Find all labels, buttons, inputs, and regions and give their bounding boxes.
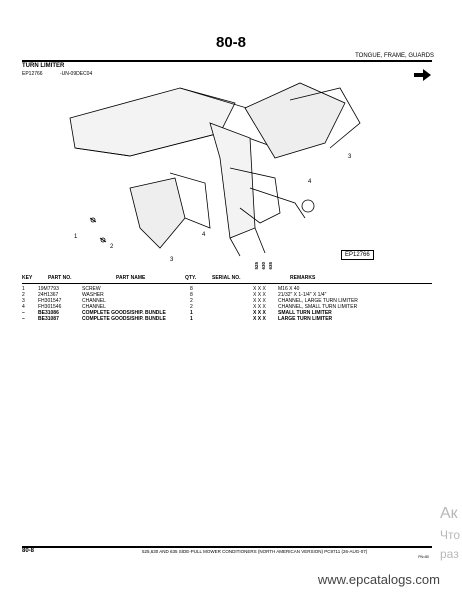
cell-part-no: BE31086: [38, 310, 59, 316]
cell-remarks: SMALL TURN LIMITER: [278, 310, 332, 316]
cell-marks: X X X: [253, 310, 266, 316]
cell-qty: 8: [190, 292, 193, 298]
cell-key: 2: [22, 292, 25, 298]
footer-page-number: 80-8: [22, 548, 35, 554]
footer-code: PN=80: [418, 555, 429, 559]
cell-part-name: CHANNEL: [82, 304, 106, 310]
table-row: 2 24H1367 WASHER 8 X X X 21/32" X 1-1/4"…: [0, 292, 462, 298]
footer-text: 525,630 AND 635 SIDE-PULL MOWER CONDITIO…: [142, 549, 368, 554]
table-row: 3 FH301547 CHANNEL 2 X X X CHANNEL, LARG…: [0, 298, 462, 304]
cell-remarks: CHANNEL, LARGE TURN LIMITER: [278, 298, 358, 304]
cell-key: –: [22, 310, 25, 316]
subsection-title: TURN LIMITER: [22, 63, 65, 69]
cell-marks: X X X: [253, 292, 266, 298]
cell-part-name: COMPLETE GOODS/SHIP. BUNDLE: [82, 310, 166, 316]
table-header-rule: [22, 283, 432, 284]
table-row: 1 19M7793 SCREW 8 X X X M16 X 40: [0, 286, 462, 292]
cell-part-no: 19M7793: [38, 286, 59, 292]
cell-part-name: WASHER: [82, 292, 104, 298]
callout-4: 4: [202, 232, 206, 238]
cell-qty: 1: [190, 310, 193, 316]
turn-limiter-diagram: 1 2 3 4 3 4: [69, 82, 361, 263]
table-row: 4 FH301546 CHANNEL 2 X X X CHANNEL, SMAL…: [0, 304, 462, 310]
table-row: – BE31086 COMPLETE GOODS/SHIP. BUNDLE 1 …: [0, 310, 462, 316]
col-model-525: 525: [254, 262, 259, 270]
arrow-right-icon: [414, 69, 431, 81]
col-key: KEY: [22, 275, 33, 281]
cell-part-no: FH301546: [38, 304, 62, 310]
page-number: 80-8: [215, 34, 247, 51]
callout-4b: 4: [308, 179, 312, 185]
col-remarks: REMARKS: [290, 275, 316, 281]
cell-marks: X X X: [253, 304, 266, 310]
callout-2: 2: [110, 244, 114, 250]
section-title: TONGUE, FRAME, GUARDS: [355, 53, 434, 59]
cell-qty: 8: [190, 286, 193, 292]
cell-marks: X X X: [253, 316, 266, 322]
cell-qty: 2: [190, 298, 193, 304]
side-text-2: Что: [440, 528, 461, 542]
cell-key: 4: [22, 304, 25, 310]
cell-qty: 2: [190, 304, 193, 310]
cell-marks: X X X: [253, 298, 266, 304]
cell-part-no: FH301547: [38, 298, 62, 304]
cell-marks: X X X: [253, 286, 266, 292]
col-model-635: 635: [268, 262, 273, 270]
col-serial-no: SERIAL NO.: [212, 275, 241, 281]
figure-ref: EP12766: [22, 71, 43, 77]
cell-part-no: BE31087: [38, 316, 59, 322]
col-part-no: PART NO.: [48, 275, 72, 281]
callout-1: 1: [74, 234, 78, 240]
cell-remarks: CHANNEL, SMALL TURN LIMITER: [278, 304, 358, 310]
cell-remarks: LARGE TURN LIMITER: [278, 316, 333, 322]
cell-key: 1: [22, 286, 25, 292]
side-text-3: раз: [440, 547, 459, 561]
cell-key: 3: [22, 298, 25, 304]
cell-part-no: 24H1367: [38, 292, 59, 298]
callout-3b: 3: [348, 154, 352, 160]
col-qty: QTY.: [185, 275, 197, 281]
watermark: www.epcatalogs.com: [317, 572, 440, 587]
cell-part-name: SCREW: [82, 286, 101, 292]
ep-label: EP12766: [341, 250, 374, 260]
cell-remarks: M16 X 40: [278, 286, 300, 292]
header-rule: [22, 60, 432, 62]
col-model-630: 630: [261, 262, 266, 270]
footer-rule: [22, 546, 432, 548]
cell-part-name: COMPLETE GOODS/SHIP. BUNDLE: [82, 316, 166, 322]
side-text-1: Ак: [440, 505, 458, 522]
col-part-name: PART NAME: [116, 275, 146, 281]
figure-code: -UN-09DEC04: [60, 71, 93, 77]
cell-qty: 1: [190, 316, 193, 322]
callout-3: 3: [170, 257, 174, 263]
table-row: – BE31087 COMPLETE GOODS/SHIP. BUNDLE 1 …: [0, 316, 462, 322]
cell-key: –: [22, 316, 25, 322]
cell-part-name: CHANNEL: [82, 298, 106, 304]
cell-remarks: 21/32" X 1-1/4" X 1/4": [278, 292, 327, 298]
